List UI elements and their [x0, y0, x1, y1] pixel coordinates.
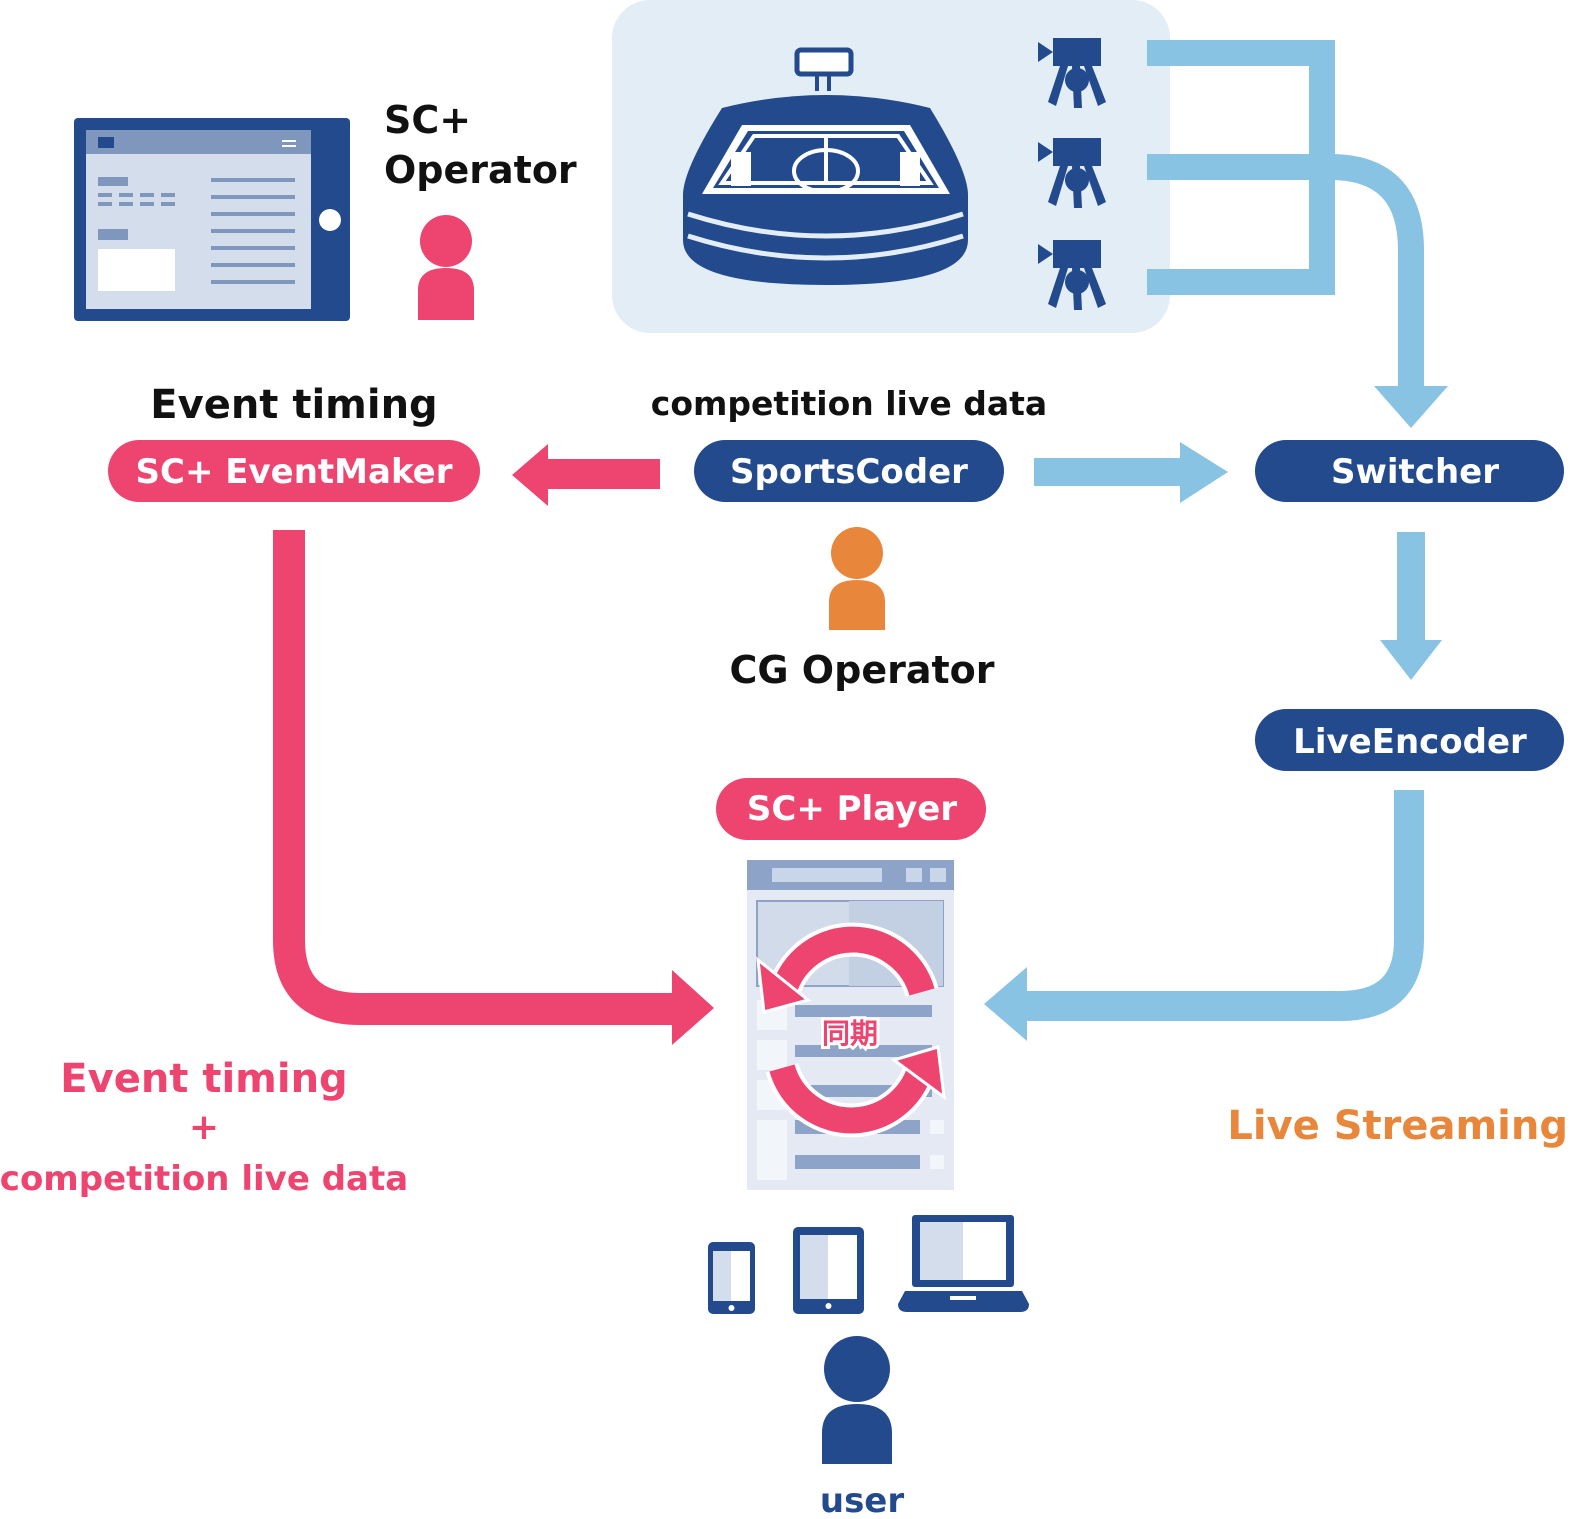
- node-player: SC+ Player: [716, 778, 986, 840]
- arrow-sportscoder-to-eventmaker-head: [512, 444, 548, 506]
- arrow-switcher-to-encoder: [1397, 532, 1425, 642]
- sync-label: 同期: [822, 1017, 878, 1050]
- live-streaming-label: Live Streaming: [1227, 1103, 1568, 1149]
- arrow-sportscoder-to-eventmaker: [545, 459, 660, 489]
- event-timing-output-label: Event timing: [60, 1056, 347, 1102]
- arrow-sportscoder-to-switcher: [1034, 458, 1184, 486]
- person-icon: [822, 1336, 892, 1464]
- node-live-encoder-label: LiveEncoder: [1293, 722, 1527, 762]
- camera-feed-lines: [1147, 40, 1424, 390]
- sc-operator-label-line2: Operator: [384, 148, 577, 192]
- video-camera-icon: [1038, 240, 1106, 310]
- smartphone-icon: [708, 1242, 755, 1314]
- arrow-eventmaker-to-player-head: [672, 970, 714, 1045]
- arrow-switcher-to-encoder-head: [1380, 640, 1442, 680]
- video-camera-icon: [1038, 138, 1106, 208]
- node-event-maker-label: SC+ EventMaker: [136, 452, 453, 492]
- node-switcher-label: Switcher: [1331, 452, 1499, 492]
- node-player-label: SC+ Player: [747, 789, 957, 829]
- arrow-to-switcher: [1374, 386, 1448, 428]
- event-timing-title: Event timing: [150, 382, 437, 428]
- arrow-encoder-to-player-head: [984, 967, 1027, 1041]
- user-label: user: [820, 1481, 905, 1519]
- arrow-encoder-to-player: [1020, 790, 1424, 1021]
- video-camera-icon: [1038, 38, 1106, 108]
- node-sports-coder: SportsCoder: [694, 440, 1004, 502]
- node-event-maker: SC+ EventMaker: [108, 440, 480, 502]
- node-switcher: Switcher: [1255, 440, 1564, 502]
- sync-arrows-icon: 同期: [756, 922, 946, 1138]
- person-icon: [418, 215, 474, 320]
- laptop-icon: [898, 1215, 1029, 1312]
- cg-operator-label: CG Operator: [730, 648, 995, 692]
- node-live-encoder: LiveEncoder: [1255, 709, 1564, 771]
- tablet-app-icon: [74, 118, 350, 321]
- arrow-eventmaker-to-player: [273, 530, 680, 1025]
- person-icon: [829, 527, 885, 630]
- arrow-sportscoder-to-switcher-head: [1180, 442, 1228, 503]
- competition-live-data-output-label: competition live data: [0, 1159, 408, 1199]
- tablet-icon: [793, 1227, 864, 1314]
- node-sports-coder-label: SportsCoder: [730, 452, 968, 492]
- competition-live-data-title: competition live data: [651, 384, 1047, 423]
- sc-operator-label-line1: SC+: [384, 98, 471, 142]
- plus-label: +: [189, 1107, 219, 1148]
- stadium-icon: [683, 47, 968, 285]
